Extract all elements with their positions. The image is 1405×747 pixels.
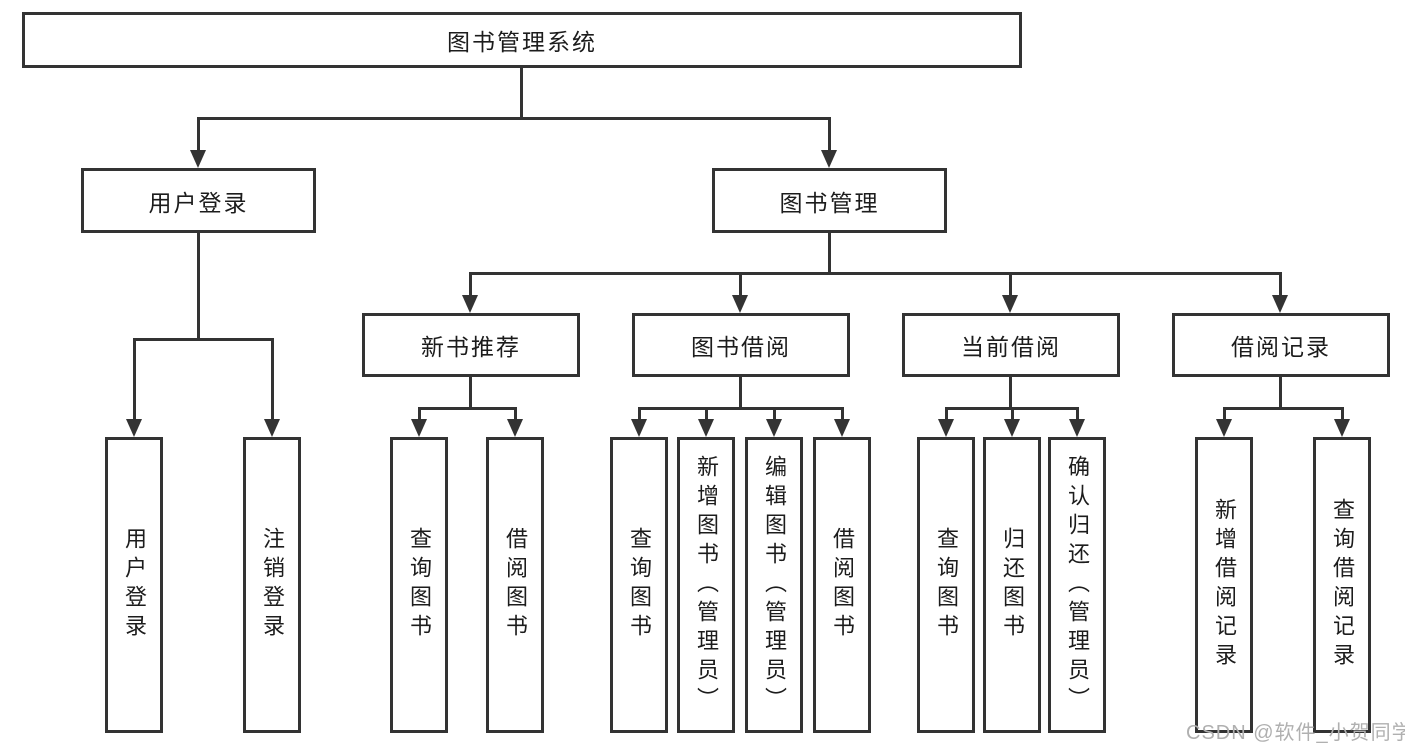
- arrowhead-current-borrow: [1002, 295, 1018, 313]
- connector-user-login-stem: [197, 233, 200, 338]
- node-current-borrowing: 当前借阅: [902, 313, 1120, 377]
- arrowhead: [1216, 419, 1232, 437]
- node-library-management-system: 图书管理系统: [22, 12, 1022, 68]
- leaf-confirm-return-admin: 确认归还（管理员）: [1048, 437, 1106, 733]
- connector-drop: [1076, 407, 1079, 419]
- arrowhead-leaf-logout: [264, 419, 280, 437]
- connector-drop: [1011, 407, 1014, 419]
- arrowhead: [411, 419, 427, 437]
- node-label: 当前借阅: [961, 334, 1061, 360]
- connector-book-borrow-stem: [739, 377, 742, 407]
- arrowhead: [1004, 419, 1020, 437]
- node-new-book-recommendation: 新书推荐: [362, 313, 580, 377]
- connector-drop-book-borrow: [739, 272, 742, 295]
- leaf-edit-book-admin: 编辑图书（管理员）: [745, 437, 803, 733]
- connector-drop: [418, 407, 421, 419]
- connector-drop: [1223, 407, 1226, 419]
- connector-drop-new-book: [469, 272, 472, 295]
- leaf-label: 查询图书: [407, 527, 432, 643]
- connector-drop: [514, 407, 517, 419]
- connector-drop-leaf-login: [133, 338, 136, 419]
- connector-book-management-stem: [828, 233, 831, 272]
- leaf-label: 用户登录: [122, 527, 147, 643]
- arrowhead-user-login: [190, 150, 206, 168]
- node-label: 图书借阅: [691, 334, 791, 360]
- node-label: 新书推荐: [421, 334, 521, 360]
- connector-drop: [945, 407, 948, 419]
- connector-level1-split: [197, 117, 831, 120]
- connector-drop: [638, 407, 641, 419]
- leaf-label: 编辑图书（管理员）: [762, 454, 787, 716]
- node-book-borrowing: 图书借阅: [632, 313, 850, 377]
- arrowhead: [507, 419, 523, 437]
- arrowhead-new-book: [462, 295, 478, 313]
- node-label: 用户登录: [148, 189, 249, 216]
- leaf-label: 借阅图书: [503, 527, 528, 643]
- connector-new-book-stem: [469, 377, 472, 407]
- arrowhead-leaf-login: [126, 419, 142, 437]
- leaf-borrow-books: 借阅图书: [813, 437, 871, 733]
- connector-book-borrow-split: [638, 407, 844, 410]
- leaf-label: 新增借阅记录: [1212, 498, 1237, 672]
- connector-drop-current-borrow: [1009, 272, 1012, 295]
- leaf-add-borrow-record: 新增借阅记录: [1195, 437, 1253, 733]
- arrowhead: [834, 419, 850, 437]
- leaf-label: 查询图书: [934, 527, 959, 643]
- leaf-label: 查询图书: [627, 527, 652, 643]
- connector-drop: [1341, 407, 1344, 419]
- connector-drop-borrow-records: [1279, 272, 1282, 295]
- connector-drop: [841, 407, 844, 419]
- arrowhead: [1069, 419, 1085, 437]
- connector-current-borrow-stem: [1009, 377, 1012, 407]
- node-label: 图书管理系统: [447, 29, 597, 55]
- node-borrowing-records: 借阅记录: [1172, 313, 1390, 377]
- connector-borrow-records-stem: [1279, 377, 1282, 407]
- leaf-user-login: 用户登录: [105, 437, 163, 733]
- leaf-query-books-borrowing: 查询图书: [610, 437, 668, 733]
- node-label: 图书管理: [779, 189, 880, 216]
- arrowhead: [766, 419, 782, 437]
- connector-new-book-split: [418, 407, 517, 410]
- leaf-label: 归还图书: [1000, 527, 1025, 643]
- node-user-login: 用户登录: [81, 168, 316, 233]
- leaf-label: 借阅图书: [830, 527, 855, 643]
- connector-drop-user-login: [197, 117, 200, 150]
- leaf-label: 新增图书（管理员）: [694, 454, 719, 716]
- leaf-query-borrow-record: 查询借阅记录: [1313, 437, 1371, 733]
- arrowhead-borrow-records: [1272, 295, 1288, 313]
- connector-drop-leaf-logout: [271, 338, 274, 419]
- leaf-label: 查询借阅记录: [1330, 498, 1355, 672]
- leaf-borrow-books-recommend: 借阅图书: [486, 437, 544, 733]
- arrowhead: [631, 419, 647, 437]
- connector-drop: [705, 407, 708, 419]
- connector-borrow-records-split: [1223, 407, 1344, 410]
- connector-root-stem: [520, 68, 523, 117]
- leaf-label: 注销登录: [260, 527, 285, 643]
- node-label: 借阅记录: [1231, 334, 1331, 360]
- node-book-management: 图书管理: [712, 168, 947, 233]
- arrowhead: [1334, 419, 1350, 437]
- csdn-watermark: CSDN @软件_小贺同学: [1186, 722, 1405, 744]
- arrowhead: [938, 419, 954, 437]
- leaf-label: 确认归还（管理员）: [1065, 454, 1090, 716]
- connector-level2-split: [469, 272, 1282, 275]
- leaf-return-books: 归还图书: [983, 437, 1041, 733]
- arrowhead: [698, 419, 714, 437]
- leaf-logout: 注销登录: [243, 437, 301, 733]
- leaf-query-books-current: 查询图书: [917, 437, 975, 733]
- connector-user-login-split: [133, 338, 274, 341]
- leaf-query-books-recommend: 查询图书: [390, 437, 448, 733]
- connector-drop: [773, 407, 776, 419]
- arrowhead-book-management: [821, 150, 837, 168]
- arrowhead-book-borrow: [732, 295, 748, 313]
- leaf-add-book-admin: 新增图书（管理员）: [677, 437, 735, 733]
- connector-drop-book-management: [828, 117, 831, 150]
